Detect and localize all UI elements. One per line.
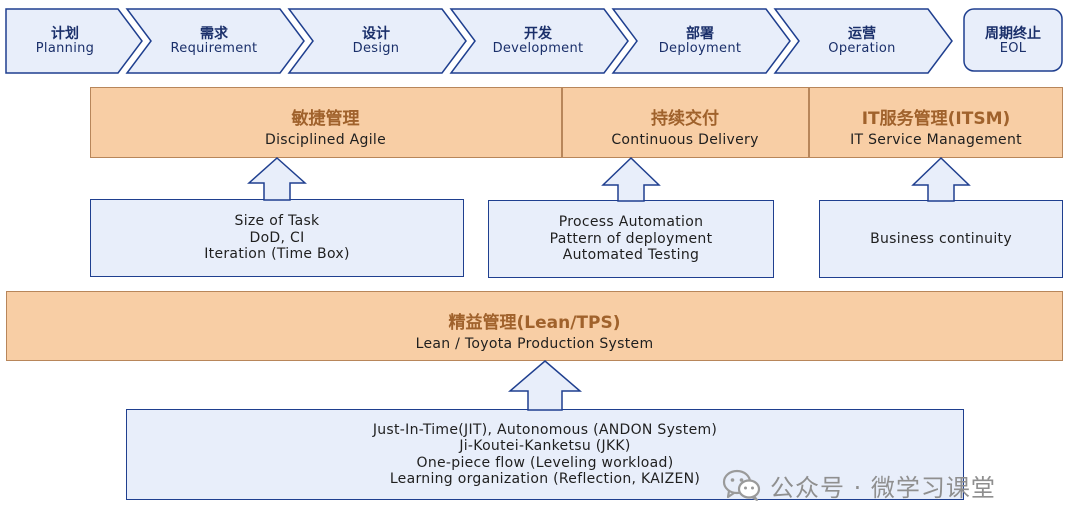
lean-practice-line: Ji-Koutei-Kanketsu (JKK) (459, 438, 631, 454)
stage-en-label: Development (492, 41, 584, 57)
lean-practice-line: One-piece flow (Leveling workload) (416, 454, 674, 471)
stage-design: 设计 Design (302, 26, 450, 57)
cd-cell: 持续交付 Continuous Delivery (562, 104, 808, 148)
stage-en-label: EOL (999, 41, 1027, 57)
lean-bar: 精益管理(Lean/TPS) Lean / Toyota Production … (6, 291, 1063, 361)
watermark-text: 公众号 · 微学习课堂 (770, 473, 996, 502)
stage-en-label: Planning (35, 41, 95, 57)
stage-development: 开发 Development (464, 26, 612, 57)
stage-en-label: Design (352, 41, 400, 57)
stage-cn-label: 运营 (848, 26, 876, 42)
stage-cn-label: 部署 (686, 26, 714, 42)
chevron-operation (773, 8, 953, 74)
practice-line: Process Automation (558, 214, 704, 231)
agile-cell: 敏捷管理 Disciplined Agile (90, 104, 561, 148)
cd-subtitle: Continuous Delivery (611, 132, 759, 148)
stage-cn-label: 开发 (524, 26, 552, 42)
stage-cn-label: 计划 (51, 26, 79, 42)
stage-en-label: Operation (828, 41, 896, 57)
chevron-planning (5, 8, 143, 74)
management-bar (90, 87, 1063, 158)
stage-operation: 运营 Operation (788, 26, 936, 57)
agile-practices-box: Size of Task DoD, CI Iteration (Time Box… (90, 199, 464, 277)
stage-cn-label: 需求 (200, 26, 228, 42)
chevron-requirement (125, 8, 305, 74)
up-arrow-icon (601, 156, 661, 202)
lean-practice-line: Learning organization (Reflection, KAIZE… (389, 471, 701, 487)
stage-deployment: 部署 Deployment (626, 26, 774, 57)
stage-eol: 周期终止 EOL (964, 26, 1062, 57)
chevron-development (449, 8, 629, 74)
practice-line: Automated Testing (562, 247, 700, 264)
lean-title: 精益管理(Lean/TPS) (448, 313, 621, 333)
lean-practices-box: Just-In-Time(JIT), Autonomous (ANDON Sys… (126, 409, 964, 500)
watermark: 公众号 · 微学习课堂 (722, 468, 996, 502)
wechat-icon (722, 469, 761, 501)
stage-cn-label: 设计 (362, 26, 390, 42)
stage-en-label: Requirement (170, 41, 258, 57)
up-arrow-icon (507, 360, 583, 411)
cd-practices-box: Process Automation Pattern of deployment… (488, 200, 774, 278)
chevron-design (287, 8, 467, 74)
practice-line: Pattern of deployment (549, 230, 713, 247)
up-arrow-icon (911, 156, 971, 202)
practice-line: Business continuity (870, 230, 1012, 247)
stage-cn-label: 周期终止 (985, 26, 1041, 42)
practice-line: Size of Task (234, 213, 320, 230)
itsm-practices-box: Business continuity (819, 200, 1063, 278)
itsm-title: IT服务管理(ITSM) (861, 109, 1011, 129)
up-arrow-icon (247, 156, 307, 201)
stage-en-label: Deployment (658, 41, 742, 57)
practice-line: DoD, CI (249, 229, 305, 246)
management-divider (561, 87, 563, 158)
management-divider (808, 87, 810, 158)
stage-requirement: 需求 Requirement (140, 26, 288, 57)
cd-title: 持续交付 (651, 109, 719, 129)
chevron-deployment (611, 8, 791, 74)
lean-practice-line: Just-In-Time(JIT), Autonomous (ANDON Sys… (372, 421, 718, 438)
itsm-subtitle: IT Service Management (850, 132, 1022, 148)
agile-subtitle: Disciplined Agile (265, 132, 386, 148)
lifecycle-bar (5, 8, 1063, 74)
stage-planning: 计划 Planning (6, 26, 124, 57)
lean-subtitle: Lean / Toyota Production System (415, 336, 654, 352)
chevron-eol (963, 8, 1063, 72)
agile-title: 敏捷管理 (291, 109, 360, 129)
practice-line: Iteration (Time Box) (204, 246, 350, 263)
itsm-cell: IT服务管理(ITSM) IT Service Management (809, 104, 1063, 148)
